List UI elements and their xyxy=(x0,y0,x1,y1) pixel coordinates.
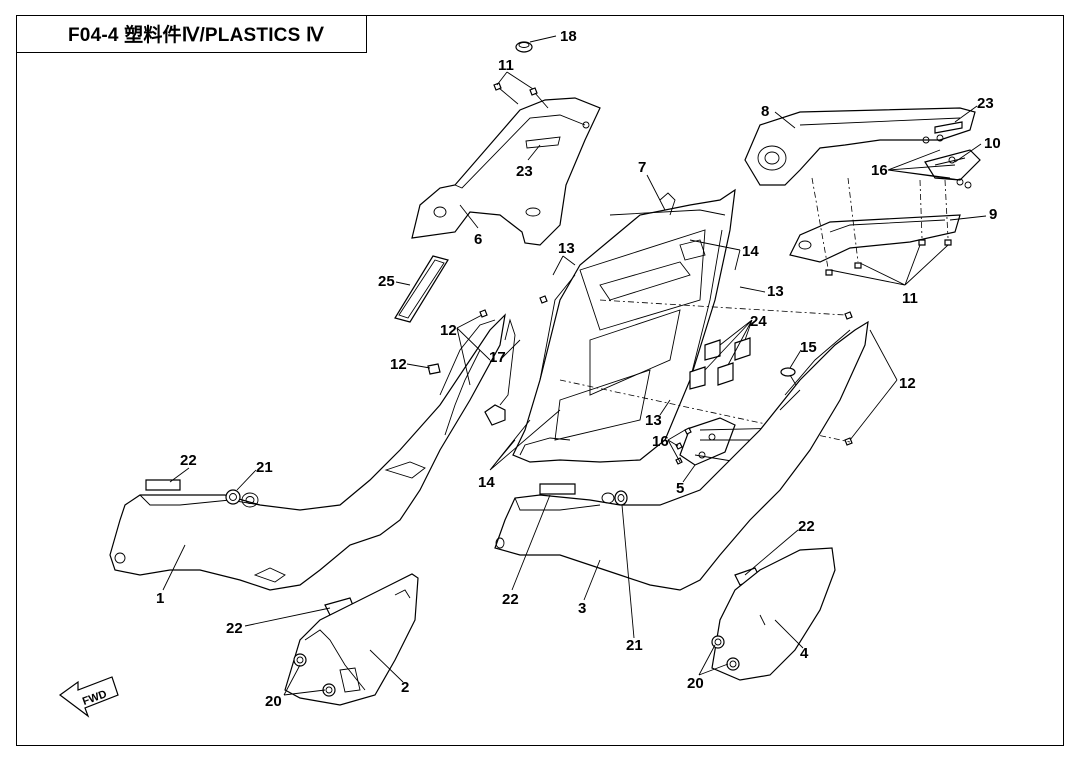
part-8-top-rear-cover xyxy=(744,107,976,186)
part-15-bolt xyxy=(780,367,797,386)
callout-22: 22 xyxy=(180,452,197,469)
part-4-lower-right-panel xyxy=(711,547,836,681)
callout-5: 5 xyxy=(676,480,684,497)
part-18-clip xyxy=(515,41,533,53)
part-21-grommets xyxy=(225,489,628,506)
part-23-pad-right xyxy=(934,121,963,134)
part-2-lower-left-panel xyxy=(284,573,419,706)
callout-12: 12 xyxy=(899,375,916,392)
callout-22: 22 xyxy=(226,620,243,637)
callout-25: 25 xyxy=(378,273,395,290)
part-11-screws-right xyxy=(811,177,952,276)
part-11-screws-top xyxy=(493,82,549,109)
callout-23: 23 xyxy=(977,95,994,112)
callout-13: 13 xyxy=(645,412,662,429)
part-10-bracket xyxy=(922,134,981,189)
fwd-arrow-icon: FWD xyxy=(58,676,119,718)
callout-numbers: 18 11 23 6 25 7 13 14 13 8 23 10 16 9 11… xyxy=(156,28,1001,710)
part-9-rear-tray xyxy=(789,214,961,263)
callout-23: 23 xyxy=(516,163,533,180)
part-22-pads xyxy=(145,479,761,616)
callout-12: 12 xyxy=(390,356,407,373)
callout-21: 21 xyxy=(256,459,273,476)
callout-11: 11 xyxy=(902,290,918,307)
part-7-inner-fender xyxy=(512,188,736,463)
callout-10: 10 xyxy=(984,135,1001,152)
callout-8: 8 xyxy=(761,103,769,120)
callout-21: 21 xyxy=(626,637,643,654)
callout-13: 13 xyxy=(558,240,575,257)
part-6-rear-side-cover xyxy=(411,97,601,246)
callout-4: 4 xyxy=(800,645,809,662)
callout-3: 3 xyxy=(578,600,586,617)
part-24-pads xyxy=(689,337,751,390)
drawing-frame xyxy=(16,15,1064,746)
callout-16: 16 xyxy=(652,433,669,450)
callout-14: 14 xyxy=(742,243,759,260)
callout-20: 20 xyxy=(687,675,704,692)
leader-lines xyxy=(162,35,987,696)
part-20-grommets-left xyxy=(293,653,336,697)
part-20-grommets-right xyxy=(711,635,740,671)
title-block: F04-4 塑料件Ⅳ/PLASTICS Ⅳ xyxy=(16,15,367,53)
callout-14: 14 xyxy=(478,474,495,491)
callout-15: 15 xyxy=(800,339,817,356)
part-25-strap xyxy=(394,255,449,323)
callout-16: 16 xyxy=(871,162,888,179)
callout-2: 2 xyxy=(401,679,409,696)
callout-24: 24 xyxy=(750,313,767,330)
callout-1: 1 xyxy=(156,590,164,607)
part-17-bracket xyxy=(484,318,516,426)
callout-20: 20 xyxy=(265,693,282,710)
page-title: F04-4 塑料件Ⅳ/PLASTICS Ⅳ xyxy=(68,25,324,46)
callout-18: 18 xyxy=(560,28,577,45)
callout-9: 9 xyxy=(989,206,997,223)
callout-17: 17 xyxy=(489,349,506,366)
callout-6: 6 xyxy=(474,231,482,248)
part-1-left-side-panel xyxy=(109,313,506,591)
callout-11: 11 xyxy=(498,57,514,74)
callout-22: 22 xyxy=(798,518,815,535)
part-3-right-side-panel xyxy=(494,320,869,591)
callout-22: 22 xyxy=(502,591,519,608)
callout-12: 12 xyxy=(440,322,457,339)
callout-7: 7 xyxy=(638,159,646,176)
callout-13: 13 xyxy=(767,283,784,300)
